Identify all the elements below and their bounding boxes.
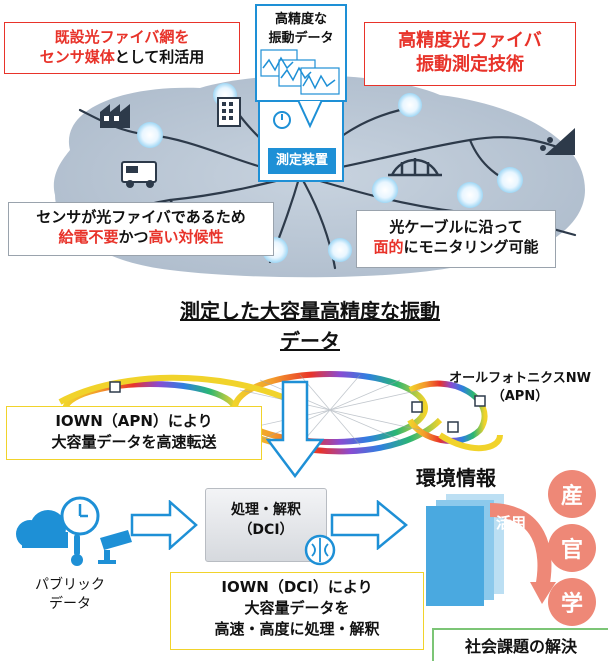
circle-academia: 学 <box>548 578 596 626</box>
apn-links <box>58 371 503 455</box>
network-nodes <box>109 381 486 433</box>
callout-cable: 光ケーブルに沿って 面的にモニタリング可能 <box>356 210 556 268</box>
public-data-label: パブリック データ <box>35 577 105 612</box>
factory-icon <box>100 104 130 128</box>
circle-industry: 産 <box>548 470 596 518</box>
cloud-icon <box>16 510 68 548</box>
arrow-to-environment <box>330 500 408 550</box>
landslide-icon <box>540 128 575 155</box>
apn-label: オールフォトニクスNW （APN） <box>449 371 591 404</box>
clock-icon <box>60 496 100 536</box>
waveform-graphs <box>260 49 340 95</box>
public-data-icons <box>16 496 132 566</box>
thermometer-icon <box>71 534 83 566</box>
building-icon <box>217 97 241 127</box>
gauge-icon <box>273 111 291 129</box>
vibration-data-title-2: 振動データ <box>268 31 334 46</box>
bridge-icon <box>388 158 442 177</box>
security-camera-icon <box>98 530 132 564</box>
utilize-arrow <box>489 503 556 604</box>
callout-dci: IOWN（DCI）により 大容量データを 高速・高度に処理・解釈 <box>170 572 424 650</box>
vibration-data-title-1: 高精度な <box>274 12 327 27</box>
env-info-title: 環境情報 <box>416 466 496 490</box>
section-heading: 測定した大容量高精度な振動 データ <box>180 299 440 353</box>
measuring-device: 測定装置 <box>258 100 344 182</box>
social-issue-box: 社会課題の解決 <box>432 628 608 661</box>
down-arrow <box>266 380 324 478</box>
callout-high-precision-tech: 高精度光ファイバ 振動測定技術 <box>364 22 576 86</box>
callout-existing-network: 既設光ファイバ網を センサ媒体として利活用 <box>4 22 240 74</box>
circle-government: 官 <box>548 524 596 572</box>
truck-icon <box>121 161 157 188</box>
brain-icon <box>304 534 336 566</box>
utilize-label: 活用 <box>496 514 527 532</box>
pointer-triangle <box>296 100 324 129</box>
vibration-data-box: 高精度な 振動データ <box>255 4 347 102</box>
callout-apn: IOWN（APN）により 大容量データを高速転送 <box>6 406 262 460</box>
measuring-device-label: 測定装置 <box>268 148 336 174</box>
callout-sensor: センサが光ファイバであるため 給電不要かつ高い対候性 <box>8 202 274 256</box>
dci-processor: 処理・解釈 （DCI） <box>205 488 327 562</box>
arrow-to-processor <box>130 500 198 550</box>
